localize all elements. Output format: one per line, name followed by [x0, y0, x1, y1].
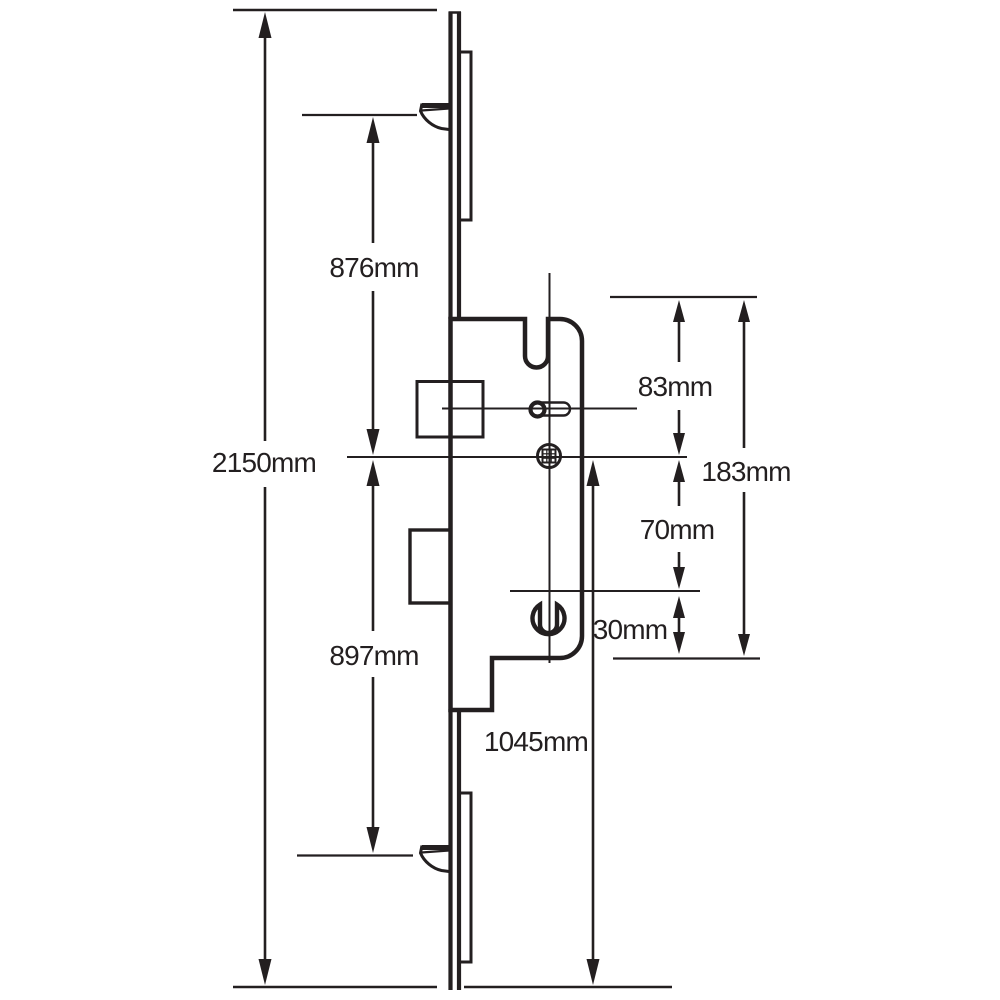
- dim-label-83: 83mm: [638, 371, 713, 402]
- gearbox-case: [448, 316, 585, 713]
- lock-body: [408, 11, 585, 990]
- dim-label-1045: 1045mm: [484, 726, 588, 757]
- dim-183-arrow-up: [738, 300, 750, 322]
- dim-label-2150: 2150mm: [212, 447, 316, 478]
- construction-lines: [347, 273, 700, 663]
- bottom-hook-claw: [418, 845, 450, 873]
- euro-cylinder-hole: [530, 600, 567, 637]
- dim-label-70: 70mm: [640, 514, 715, 545]
- dim-70-arrow-up: [673, 460, 685, 482]
- faceplate: [448, 11, 462, 990]
- dim-30-arrow-up: [673, 596, 685, 618]
- dimension-overall-height: 2150mm: [212, 12, 317, 985]
- deadbolt-box: [408, 528, 453, 605]
- top-hook-claw: [418, 103, 450, 131]
- bottom-hook-bolt: [418, 845, 450, 873]
- dim-1045-arrow-up: [586, 460, 600, 486]
- dim-label-183: 183mm: [701, 456, 790, 487]
- dim-label-876: 876mm: [329, 252, 418, 283]
- dim-2150-arrow-up: [258, 12, 272, 38]
- dim-2150-arrow-down: [258, 959, 272, 985]
- dim-876-arrow-down: [366, 429, 380, 455]
- dim-83-arrow-up: [673, 300, 685, 322]
- dim-897-arrow-down: [366, 827, 380, 853]
- dim-83-arrow-down: [673, 433, 685, 455]
- top-hook-inner-edge: [421, 107, 450, 112]
- dimension-lower-hook-spacing: 897mm: [297, 460, 419, 857]
- dim-70-arrow-down: [673, 567, 685, 589]
- dimension-upper-hook-spacing: 876mm: [302, 113, 419, 455]
- dim-1045-arrow-down: [586, 959, 600, 985]
- dimension-cylinder-to-case-bottom: 30mm: [593, 596, 685, 654]
- top-hook-bolt: [418, 103, 450, 131]
- dim-label-30: 30mm: [593, 614, 668, 645]
- bottom-hook-inner-edge: [421, 849, 450, 854]
- dimensions: 2150mm 876mm 897mm: [212, 12, 791, 985]
- reference-lines: [233, 8, 672, 989]
- dim-label-897: 897mm: [329, 640, 418, 671]
- dimension-case-top-to-spindle: 83mm: [638, 300, 713, 455]
- dim-30-arrow-down: [673, 632, 685, 654]
- dim-183-arrow-down: [738, 634, 750, 656]
- dim-897-arrow-up: [366, 460, 380, 486]
- dimension-case-height: 183mm: [701, 300, 791, 656]
- dim-876-arrow-up: [366, 117, 380, 143]
- dimension-spindle-to-base: 1045mm: [484, 460, 600, 985]
- dimension-spindle-to-cylinder: 70mm: [640, 460, 715, 589]
